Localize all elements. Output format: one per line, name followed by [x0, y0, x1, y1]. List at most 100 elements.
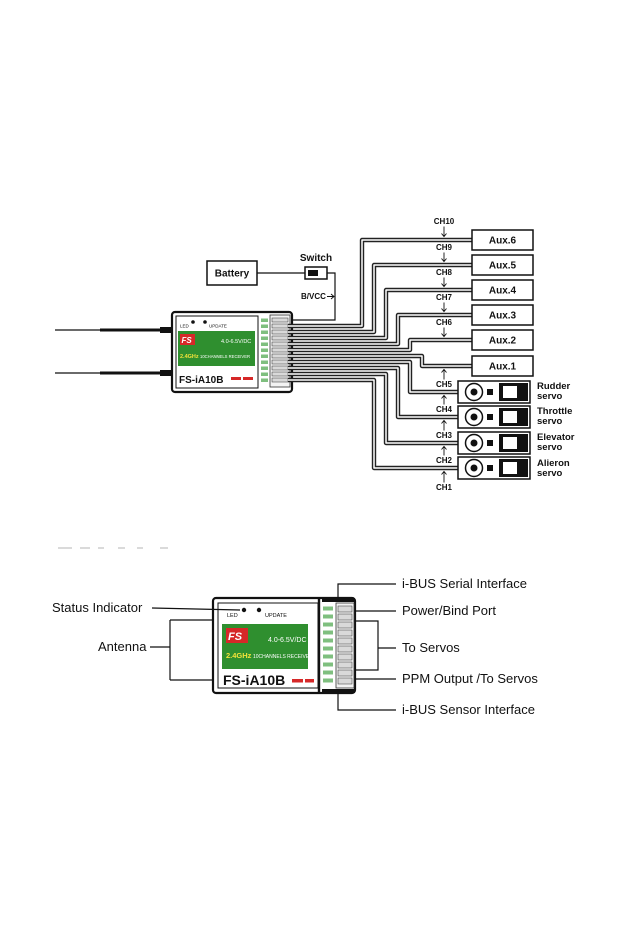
arrow-down-icon	[441, 302, 447, 313]
arrow-down-icon	[441, 277, 447, 288]
servo-spline	[470, 388, 478, 396]
connector-pin	[337, 637, 353, 645]
model-name: FS-iA10B	[179, 375, 223, 386]
aux-box	[471, 254, 534, 276]
serial-mark	[305, 679, 314, 683]
connector-pin	[337, 605, 353, 613]
ibus-sensor-label: i-BUS Sensor Interface	[402, 702, 535, 717]
connector-pin	[271, 323, 289, 329]
connector-pin	[271, 353, 289, 359]
cable-core	[288, 339, 472, 351]
servos: Rudder servo Throttle servo Elevator ser…	[457, 380, 575, 480]
aux-label: Aux.3	[489, 311, 517, 322]
led-indicator	[191, 320, 195, 324]
antenna-coax	[100, 328, 160, 332]
model-name: FS-iA10B	[223, 672, 285, 688]
cable-highlights	[288, 239, 472, 469]
connector-pin	[337, 677, 353, 685]
ibus-sensor-leader	[337, 693, 396, 711]
pin-label-tag	[261, 360, 268, 364]
servo-spline	[470, 464, 478, 472]
bvcc-arrow-icon	[327, 293, 335, 300]
connector-cap	[322, 598, 355, 602]
arrow-up-icon	[441, 470, 447, 483]
update-label: UPDATE	[209, 324, 227, 329]
servo-spline	[470, 439, 478, 447]
aileron-servo-icon	[457, 456, 531, 480]
connector-pin	[337, 669, 353, 677]
voltage-text: 4.0-6.5V/DC	[221, 339, 251, 345]
connector-pin	[337, 629, 353, 637]
pin-label-tag	[323, 678, 333, 683]
servo-tab	[487, 440, 493, 446]
status-indicator-leader	[151, 607, 241, 611]
led-indicator	[241, 607, 247, 613]
pin-label-tag	[261, 366, 268, 370]
connector-pin	[271, 365, 289, 371]
arrow-up-icon	[441, 368, 447, 380]
aux-label: Aux.1	[489, 362, 517, 373]
bottom-port-diagram: LED UPDATE FS 4.0-6.5V/DC 2.4GHz 10CHANN…	[52, 576, 538, 717]
channel-labels: CH10 CH9 CH8 CH7 CH6 CH5 CH4 CH3 CH2 CH1	[434, 217, 455, 492]
channels-text: 10CHANNELS RECEIVER	[253, 654, 313, 660]
servo-name: Elevator	[537, 432, 575, 443]
battery-label: Battery	[215, 269, 250, 280]
antenna-plug	[160, 370, 172, 376]
ibus-serial-leader	[337, 583, 396, 598]
connector-pin	[271, 377, 289, 383]
top-receiver: LED UPDATE FS 4.0-6.5V/DC 2.4GHz 10CHANN…	[170, 310, 294, 394]
connector-pin	[337, 661, 353, 669]
cable-core	[288, 289, 472, 339]
pin-label-tag	[261, 318, 268, 322]
connector-pin	[271, 371, 289, 377]
aux-label: Aux.6	[489, 236, 517, 247]
servo-suffix: servo	[537, 391, 563, 402]
to-servos-label: To Servos	[402, 640, 460, 655]
arrow-up-icon	[441, 394, 447, 405]
serial-mark	[231, 377, 241, 380]
cable-core	[288, 379, 458, 469]
antenna-coax	[100, 371, 160, 375]
aux-label: Aux.2	[489, 336, 517, 347]
arrow-down-icon	[441, 226, 447, 238]
connector-pin	[337, 653, 353, 661]
servo-tab	[487, 465, 493, 471]
connector-pin	[271, 341, 289, 347]
serial-mark	[292, 679, 303, 683]
connector-pin	[271, 329, 289, 335]
bottom-receiver: LED UPDATE FS 4.0-6.5V/DC 2.4GHz 10CHANN…	[211, 596, 357, 695]
pin-label-tag	[261, 372, 268, 376]
aux-label: Aux.4	[489, 286, 517, 297]
channel-label: CH4	[436, 405, 453, 414]
pin-label-tag	[323, 614, 333, 619]
servo-tab	[487, 389, 493, 395]
aux-box	[471, 355, 534, 377]
cable-core	[288, 361, 458, 393]
connector-pin	[271, 335, 289, 341]
update-label: UPDATE	[265, 613, 287, 619]
band-text: 2.4GHz	[180, 354, 199, 360]
update-indicator	[256, 607, 262, 613]
connector-pin	[337, 621, 353, 629]
bvcc-lead	[288, 272, 336, 321]
channel-label: CH3	[436, 431, 453, 440]
pin-label-tag	[323, 630, 333, 635]
channel-label: CH5	[436, 380, 453, 389]
servo-name: Alieron	[537, 458, 570, 469]
antenna-bracket	[150, 619, 213, 681]
servo-window	[503, 437, 517, 449]
channel-label: CH1	[436, 483, 453, 492]
connector-pin	[271, 317, 289, 323]
aux-box	[471, 279, 534, 301]
top-wiring-diagram: Battery Switch B/VCC LED UPDATE FS 4.0-6…	[55, 217, 575, 492]
channels-text: 10CHANNELS RECEIVER	[200, 354, 250, 359]
channel-label: CH10	[434, 217, 455, 226]
aux-box	[471, 229, 534, 251]
logo-text: FS	[182, 336, 193, 345]
arrow-up-icon	[441, 445, 447, 456]
connector-pin	[271, 359, 289, 365]
pin-label-tag	[323, 646, 333, 651]
servo-window	[503, 462, 517, 474]
arrow-down-icon	[441, 252, 447, 263]
connector-pin	[337, 613, 353, 621]
